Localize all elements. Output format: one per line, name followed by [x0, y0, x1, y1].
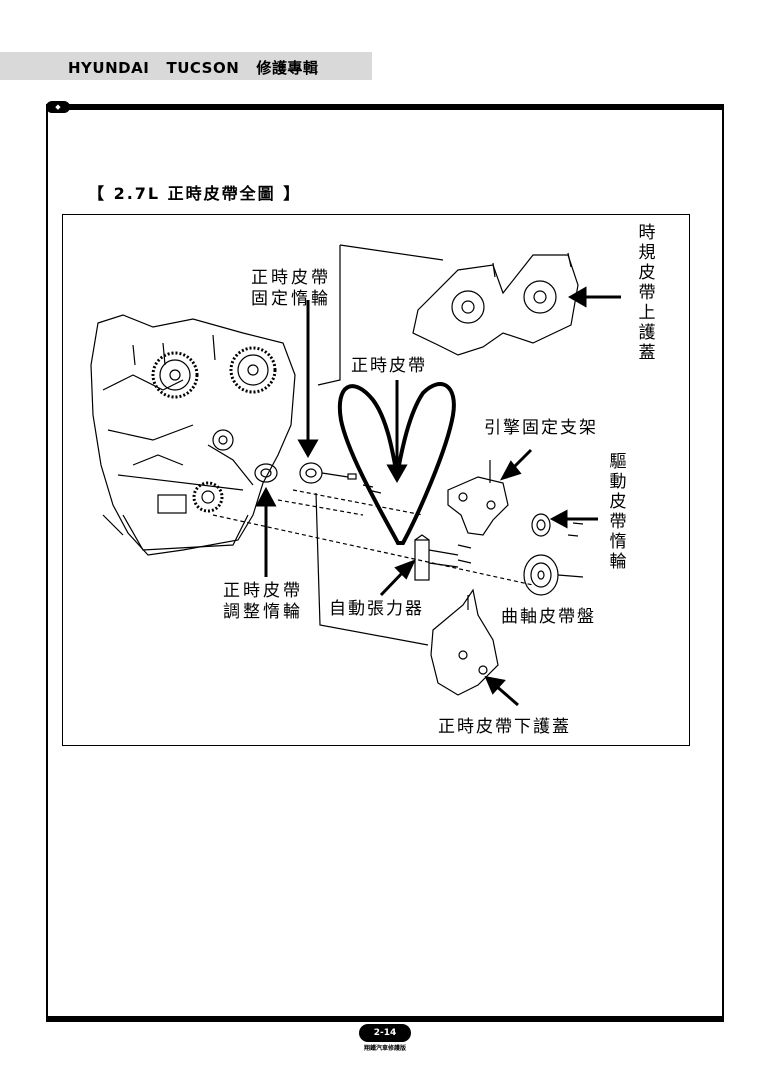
diagram-illustration	[90, 244, 621, 707]
engine-bracket-drawing	[447, 460, 509, 536]
adjust-idler-drawing	[254, 463, 278, 483]
lower-cover-drawing	[430, 588, 499, 696]
frame-left-border	[46, 106, 48, 1022]
label-lower-cover: 正時皮帶下護蓋	[438, 717, 571, 737]
label-upper-cover: 時規皮帶上護蓋	[638, 223, 656, 363]
header-band	[0, 52, 372, 80]
label-auto-tensioner: 自動張力器	[329, 599, 424, 619]
section-title: 【 2.7L 正時皮帶全圖 】	[88, 184, 302, 203]
top-rule	[46, 104, 724, 110]
engine-block-drawing	[90, 314, 296, 556]
crank-sprocket-drawing	[192, 481, 224, 513]
crank-pulley-drawing	[523, 554, 584, 596]
header-title: HYUNDAI TUCSON 修護專輯	[68, 59, 319, 77]
timing-belt-diagram: 時規皮帶上護蓋 正時皮帶固定惰輪 正時皮帶 引擎固定支架 驅動皮帶惰輪 正時皮帶…	[62, 214, 690, 746]
drive-belt-idler-drawing	[531, 513, 551, 537]
bottom-rule	[46, 1016, 724, 1022]
label-crank-pulley: 曲軸皮帶盤	[501, 607, 596, 627]
label-timing-belt: 正時皮帶	[351, 356, 427, 376]
upper-cover-drawing	[412, 252, 579, 356]
page-number: 2-14	[359, 1024, 411, 1042]
frame-right-border	[722, 106, 724, 1022]
corner-logo-icon: ◆	[46, 101, 70, 113]
auto-tensioner-drawing	[414, 534, 459, 581]
label-drive-belt-idler: 驅動皮帶惰輪	[609, 452, 627, 572]
label-engine-bracket: 引擎固定支架	[484, 418, 598, 438]
label-fixed-idler: 正時皮帶固定惰輪	[251, 268, 331, 309]
cam-sprocket-right-drawing	[229, 346, 277, 394]
cam-sprocket-left-drawing	[151, 351, 199, 399]
label-adjust-idler: 正時皮帶調整惰輪	[223, 581, 303, 622]
publisher-name: 翔鐵汽車修護版	[363, 1045, 406, 1052]
fixed-idler-drawing	[299, 462, 357, 484]
